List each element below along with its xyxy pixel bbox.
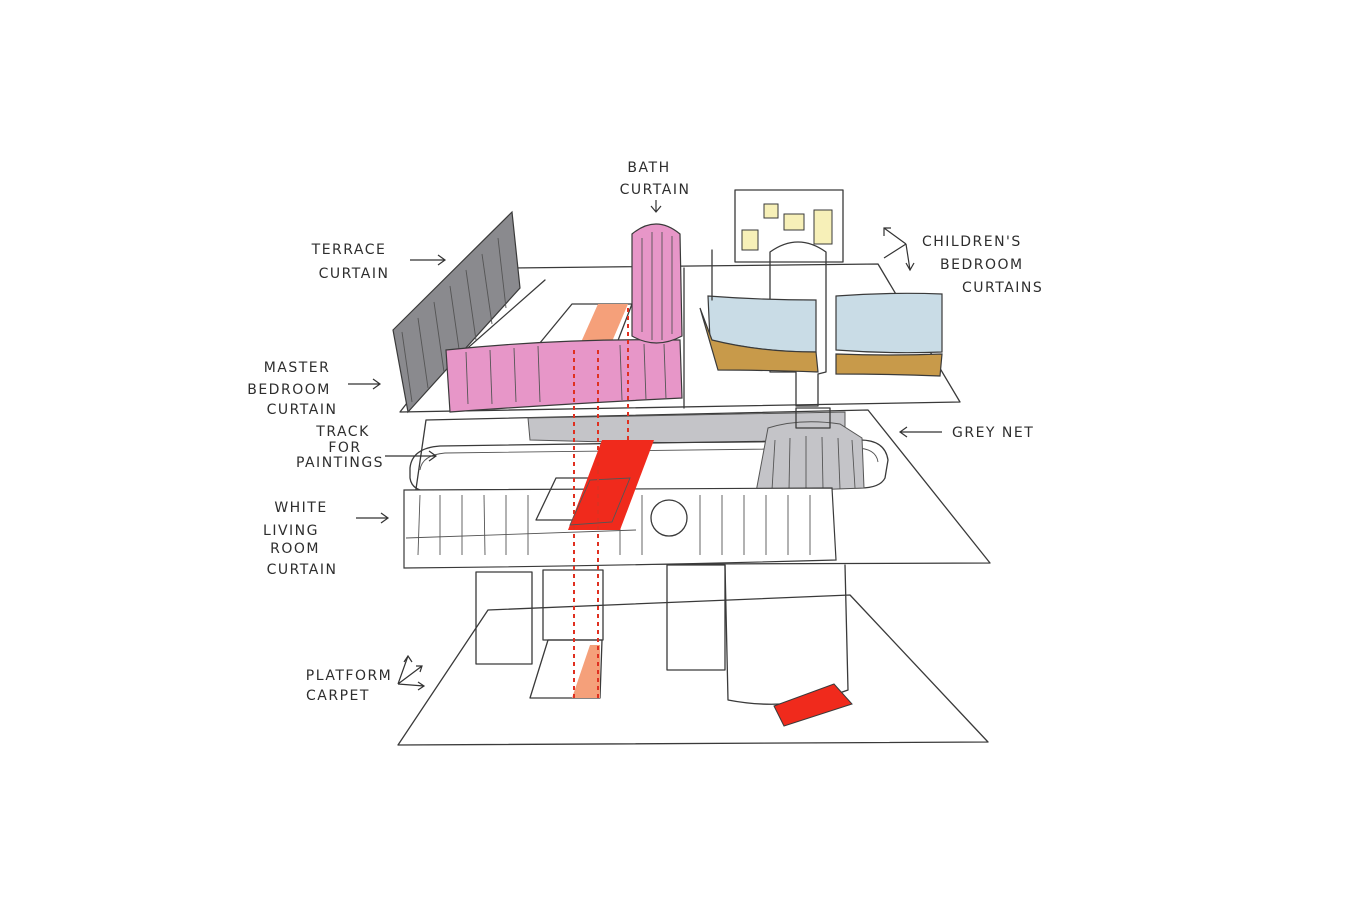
label-grey-net: GREY NET <box>952 425 1034 441</box>
leader-arrows <box>348 200 942 691</box>
label-white-living-room-curtain: WHITE LIVING ROOM CURTAIN <box>263 500 337 578</box>
platform-carpet-red <box>773 683 853 727</box>
window-1 <box>741 229 759 251</box>
red-painting <box>568 440 654 530</box>
childrens-curtain-blue-right <box>835 292 943 354</box>
ground-platform <box>397 564 989 746</box>
terrace-curtain <box>392 210 521 414</box>
salmon-floor-rect <box>572 645 600 698</box>
label-track-for-paintings: TRACK FOR PAINTINGS <box>296 424 384 471</box>
bath-curtain <box>631 223 683 344</box>
label-bath-curtain: BATH CURTAIN <box>620 160 691 198</box>
childrens-curtain-mustard-right <box>835 353 943 377</box>
window-2 <box>763 203 779 219</box>
living-room-level <box>403 409 991 569</box>
upper-level <box>392 189 961 429</box>
window-4 <box>813 209 833 245</box>
childrens-curtain-mustard-left <box>699 307 819 373</box>
label-childrens-bedroom-curtains: CHILDREN'S BEDROOM CURTAINS <box>922 234 1043 296</box>
grey-net-curtain <box>755 421 865 493</box>
label-terrace-curtain: TERRACE CURTAIN <box>311 242 393 282</box>
alignment-lines <box>573 308 629 698</box>
label-master-bedroom-curtain: MASTER BEDROOM CURTAIN <box>247 360 337 418</box>
window-3 <box>783 213 805 231</box>
label-platform-carpet: PLATFORM CARPET <box>306 668 398 704</box>
master-bedroom-curtain <box>445 339 683 413</box>
